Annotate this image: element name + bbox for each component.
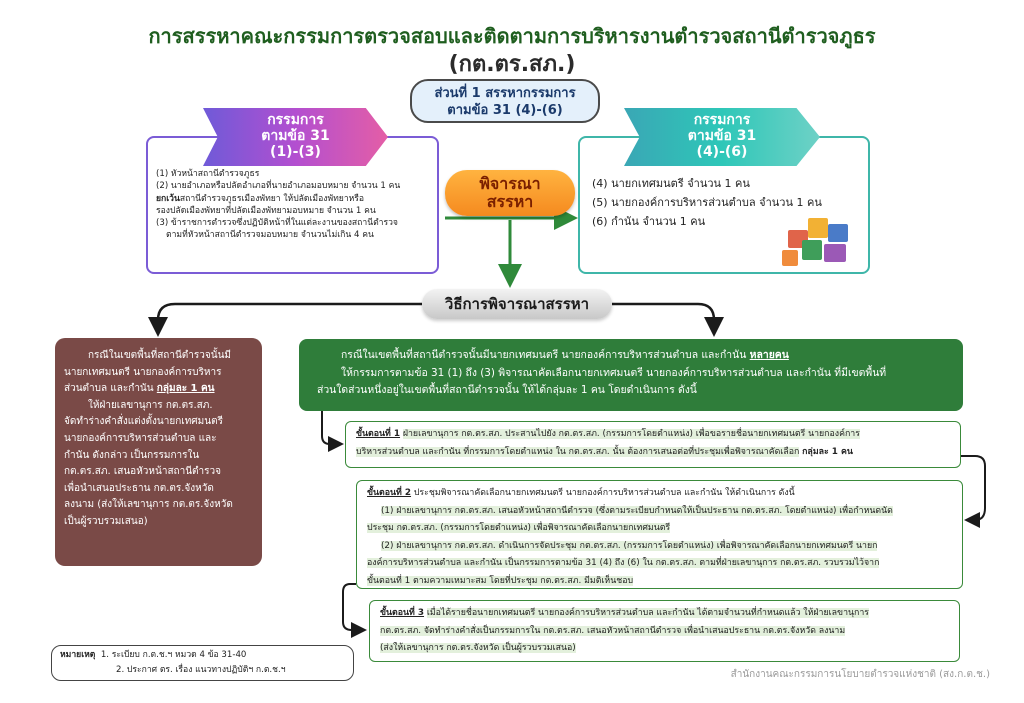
left-item-3b: ตามที่หัวหน้าสถานีตำรวจมอบหมาย จำนวนไม่เ… (166, 230, 374, 241)
arrow-step1-to-step2 (961, 455, 986, 528)
left-item-1: (1) หัวหน้าสถานีตำรวจภูธร (156, 169, 260, 179)
left-item-2b-bold: ยกเว้น (156, 193, 180, 204)
left-item-2a: (2) นายอำเภอหรือปลัดอำเภอที่นายอำเภอมอบห… (156, 181, 401, 192)
brown-line11: เป็นผู้รวบรวมเสนอ) (64, 515, 148, 527)
single-candidate-box: กรณีในเขตพื้นที่สถานีตำรวจนั้นมี นายกเทศ… (55, 338, 262, 566)
step1-text2: บริหารส่วนตำบล และกำนัน ที่กรรมการโดยตำแ… (356, 446, 800, 457)
step1-line1: ขั้นตอนที่ 1 ฝ่ายเลขานุการ กต.ตร.สภ. ประ… (356, 426, 950, 444)
left-header-line1: กรรมการ (267, 112, 324, 128)
left-item-2b-text: สถานีตำรวจภูธรเมืองพัทยา ให้ปลัดเมืองพัท… (179, 193, 365, 204)
method-pill: วิธีการพิจารณาสรรหา (422, 289, 612, 319)
brown-line9: เพื่อนำเสนอประธาน กต.ตร.จังหวัด (64, 482, 214, 494)
right-committee-header: กรรมการ ตามข้อ 31 (4)-(6) (624, 108, 820, 166)
left-header-line2: ตามข้อ 31 (261, 128, 330, 144)
step2-b1-text: (2) ฝ่ายเลขานุการ กต.ตร.สภ. ดำเนินการจัด… (381, 540, 878, 551)
step2-a2: ประชุม กต.ตร.สภ. (กรรมการโดยตำแหน่ง) เพื… (367, 520, 952, 538)
step3-label: ขั้นตอนที่ 3 (380, 608, 425, 618)
brown-line7: กำนัน ดังกล่าว เป็นกรรมการใน (64, 449, 200, 461)
step3-text2: กต.ตร.สภ. จัดทำร่างคำสั่งเป็นกรรมการใน ก… (380, 625, 846, 636)
brown-line10: ลงนาม (ส่งให้เลขานุการ กต.ตร.จังหวัด (64, 499, 233, 511)
brown-line1: กรณีในเขตพื้นที่สถานีตำรวจนั้นมี (88, 350, 232, 361)
arrow-method-right (612, 302, 724, 337)
page-subtitle: (กต.ตร.สภ.) (448, 52, 576, 77)
left-committee-header: กรรมการ ตามข้อ 31 (1)-(3) (203, 108, 388, 166)
note-item1: 1. ระเบียบ ก.ต.ช.ฯ หมวด 4 ข้อ 31-40 (100, 650, 247, 660)
puzzle-icon (780, 210, 860, 268)
left-item-2b: ยกเว้นสถานีตำรวจภูธรเมืองพัทยา ให้ปลัดเม… (156, 193, 431, 205)
step2-label: ขั้นตอนที่ 2 (367, 488, 412, 498)
step-3-box: ขั้นตอนที่ 3 เมื่อได้รายชื่อนายกเทศมนตรี… (369, 600, 960, 662)
note-line1: หมายเหตุ 1. ระเบียบ ก.ต.ช.ฯ หมวด 4 ข้อ 3… (60, 648, 345, 663)
step2-text0: ประชุมพิจารณาคัดเลือกนายกเทศมนตรี นายกอง… (413, 488, 795, 498)
note-line2: 2. ประกาศ ตร. เรื่อง แนวทางปฏิบัติฯ ก.ต.… (116, 665, 286, 675)
step2-b2-text: องค์การบริหารส่วนตำบล และกำนัน เป็นกรรมก… (367, 558, 880, 568)
right-item-5: (5) นายกองค์การบริหารส่วนตำบล จำนวน 1 คน (592, 196, 822, 209)
step2-b1: (2) ฝ่ายเลขานุการ กต.ตร.สภ. ดำเนินการจัด… (367, 538, 952, 556)
note-box: หมายเหตุ 1. ระเบียบ ก.ต.ช.ฯ หมวด 4 ข้อ 3… (51, 645, 354, 681)
step2-b2: องค์การบริหารส่วนตำบล และกำนัน เป็นกรรมก… (367, 555, 952, 573)
brown-line5: จัดทำร่างคำสั่งแต่งตั้งนายกเทศมนตรี (64, 416, 223, 428)
step2-a1: (1) ฝ่ายเลขานุการ กต.ตร.สภ. เสนอหัวหน้าส… (367, 503, 952, 521)
green-line1-text: กรณีในเขตพื้นที่สถานีตำรวจนั้นมีนายกเทศม… (341, 349, 747, 361)
green-line3: ส่วนใดส่วนหนึ่งอยู่ในเขตพื้นที่สถานีตำรว… (317, 384, 697, 396)
right-header-line1: กรรมการ (693, 112, 751, 128)
consider-badge: พิจารณา สรรหา (445, 170, 575, 216)
step3-line1: ขั้นตอนที่ 3 เมื่อได้รายชื่อนายกเทศมนตรี… (380, 605, 949, 623)
step1-bold: กลุ่มละ 1 คน (802, 446, 853, 457)
step2-b3: ขั้นตอนที่ 1 ตามความเหมาะสม โดยที่ประชุม… (367, 573, 952, 591)
step1-text1: ฝ่ายเลขานุการ กต.ตร.สภ. ประสานไปยัง กต.ต… (402, 429, 860, 439)
right-item-6: (6) กำนัน จำนวน 1 คน (592, 215, 706, 228)
step2-a1-text: (1) ฝ่ายเลขานุการ กต.ตร.สภ. เสนอหัวหน้าส… (381, 505, 893, 516)
right-header-line3: (4)-(6) (696, 144, 748, 160)
brown-line3-text: ส่วนตำบล และกำนัน (64, 383, 154, 395)
part1-line2: ตามข้อ 31 (4)-(6) (447, 103, 563, 118)
step-1-box: ขั้นตอนที่ 1 ฝ่ายเลขานุการ กต.ตร.สภ. ประ… (345, 421, 961, 468)
arrow-method-left (148, 302, 422, 337)
brown-line6: นายกองค์การบริหารส่วนตำบล และ (64, 432, 217, 444)
brown-line4: ให้ฝ่ายเลขานุการ กต.ตร.สภ. (88, 399, 213, 411)
right-header-line2: ตามข้อ 31 (687, 128, 757, 144)
consider-line1: พิจารณา (479, 174, 541, 193)
note-label: หมายเหตุ (60, 650, 96, 660)
step-2-box: ขั้นตอนที่ 2 ประชุมพิจารณาคัดเลือกนายกเท… (356, 480, 963, 589)
footer-credit: สำนักงานคณะกรรมการนโยบายตำรวจแห่งชาติ (ส… (730, 669, 990, 680)
left-item-2c: รองปลัดเมืองพัทยาที่ปลัดเมืองพัทยามอบหมา… (156, 205, 376, 216)
left-item-3a: (3) ข้าราชการตำรวจซึ่งปฏิบัติหน้าที่ในแต… (156, 218, 398, 229)
step2-line0: ขั้นตอนที่ 2 ประชุมพิจารณาคัดเลือกนายกเท… (367, 485, 952, 503)
step3-line3: (ส่งให้เลขานุการ กต.ตร.จังหวัด เป็นผู้รว… (380, 640, 949, 658)
brown-line3-underline: กลุ่มละ 1 คน (156, 383, 215, 395)
part1-line1: ส่วนที่ 1 สรรหากรรมการ (434, 86, 576, 101)
page-title: การสรรหาคณะกรรมการตรวจสอบและติดตามการบริ… (148, 24, 876, 48)
green-line2: ให้กรรมการตามข้อ 31 (1) ถึง (3) พิจารณาค… (341, 366, 887, 379)
consider-line2: สรรหา (486, 192, 534, 211)
brown-line8: กต.ตร.สภ. เสนอหัวหน้าสถานีตำรวจ (64, 466, 222, 478)
arrow-green-to-step1 (321, 411, 344, 452)
step3-line2: กต.ตร.สภ. จัดทำร่างคำสั่งเป็นกรรมการใน ก… (380, 623, 949, 641)
brown-line2: นายกเทศมนตรี นายกองค์การบริหาร (64, 366, 222, 378)
right-item-4: (4) นายกเทศมนตรี จำนวน 1 คน (592, 177, 750, 190)
step3-text1: เมื่อได้รายชื่อนายกเทศมนตรี นายกองค์การบ… (426, 608, 870, 618)
green-line1: กรณีในเขตพื้นที่สถานีตำรวจนั้นมีนายกเทศม… (317, 347, 951, 365)
arrow-step2-to-step3 (342, 583, 367, 638)
green-line1-underline: หลายคน (749, 349, 789, 361)
step2-a2-text: ประชุม กต.ตร.สภ. (กรรมการโดยตำแหน่ง) เพื… (367, 523, 671, 533)
left-header-line3: (1)-(3) (270, 144, 321, 160)
step2-b3-text: ขั้นตอนที่ 1 ตามความเหมาะสม โดยที่ประชุม… (367, 575, 634, 586)
step3-text3: (ส่งให้เลขานุการ กต.ตร.จังหวัด เป็นผู้รว… (380, 643, 576, 653)
part1-badge: ส่วนที่ 1 สรรหากรรมการ ตามข้อ 31 (4)-(6) (410, 79, 600, 123)
brown-line3: ส่วนตำบล และกำนัน กลุ่มละ 1 คน (64, 381, 253, 398)
step1-line2: บริหารส่วนตำบล และกำนัน ที่กรรมการโดยตำแ… (356, 444, 950, 462)
step1-label: ขั้นตอนที่ 1 (356, 429, 401, 439)
multiple-candidates-box: กรณีในเขตพื้นที่สถานีตำรวจนั้นมีนายกเทศม… (299, 339, 963, 411)
